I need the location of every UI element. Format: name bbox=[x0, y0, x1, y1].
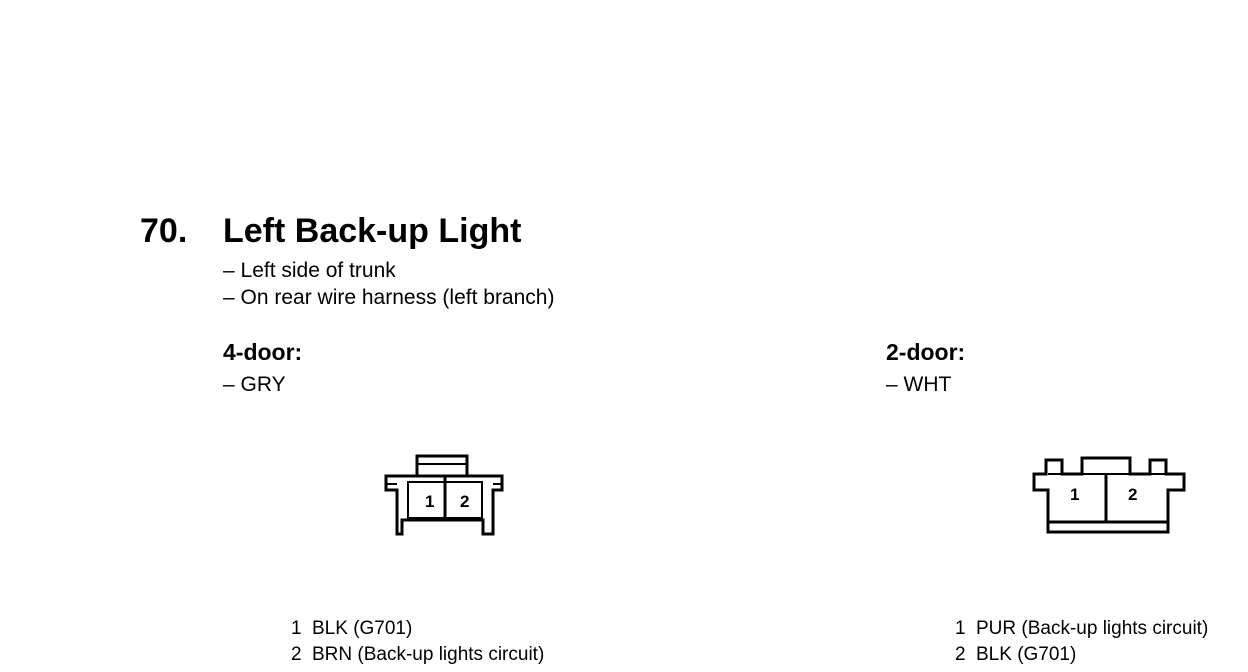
pin-label-1: 1 bbox=[425, 492, 434, 511]
pin-label-2: 2 bbox=[460, 492, 469, 511]
pin-number: 1 bbox=[955, 618, 966, 639]
pin-description: PUR (Back-up lights circuit) bbox=[976, 618, 1209, 639]
pin-list-2door: 1 PUR (Back-up lights circuit) 2 BLK (G701… bbox=[955, 616, 1208, 668]
variant-title-4door: 4-door: bbox=[223, 339, 303, 365]
connector-latch-tab bbox=[415, 454, 469, 478]
pin-label-1: 1 bbox=[1070, 485, 1079, 504]
pin-number: 2 bbox=[291, 644, 302, 665]
pin-number: 1 bbox=[291, 618, 302, 639]
pin-description: BLK (G701) bbox=[312, 618, 413, 639]
variant-color-4door: – GRY bbox=[223, 373, 286, 396]
pin-row: 2 BRN (Back-up lights circuit) bbox=[291, 642, 544, 668]
item-number: 70. bbox=[140, 212, 188, 250]
variant-title-2door: 2-door: bbox=[886, 339, 966, 365]
pin-description: BLK (G701) bbox=[976, 644, 1077, 665]
pin-number: 2 bbox=[955, 644, 966, 665]
pin-row: 1 PUR (Back-up lights circuit) bbox=[955, 616, 1208, 642]
pin-label-2: 2 bbox=[1128, 485, 1137, 504]
pin-row: 1 BLK (G701) bbox=[291, 616, 544, 642]
connector-4door-diagram: 1 2 bbox=[384, 454, 504, 536]
pin-row: 2 BLK (G701) bbox=[955, 642, 1208, 668]
variant-color-2door: – WHT bbox=[886, 373, 952, 396]
component-title: Left Back-up Light bbox=[223, 212, 522, 250]
pin-description: BRN (Back-up lights circuit) bbox=[312, 644, 545, 665]
connector-body bbox=[384, 474, 504, 536]
location-line-harness: – On rear wire harness (left branch) bbox=[223, 286, 555, 309]
pin-list-4door: 1 BLK (G701) 2 BRN (Back-up lights circuit… bbox=[291, 616, 544, 668]
connector-body bbox=[1032, 456, 1186, 534]
location-line-trunk: – Left side of trunk bbox=[223, 259, 396, 282]
connector-2door-diagram: 1 2 bbox=[1032, 456, 1186, 534]
